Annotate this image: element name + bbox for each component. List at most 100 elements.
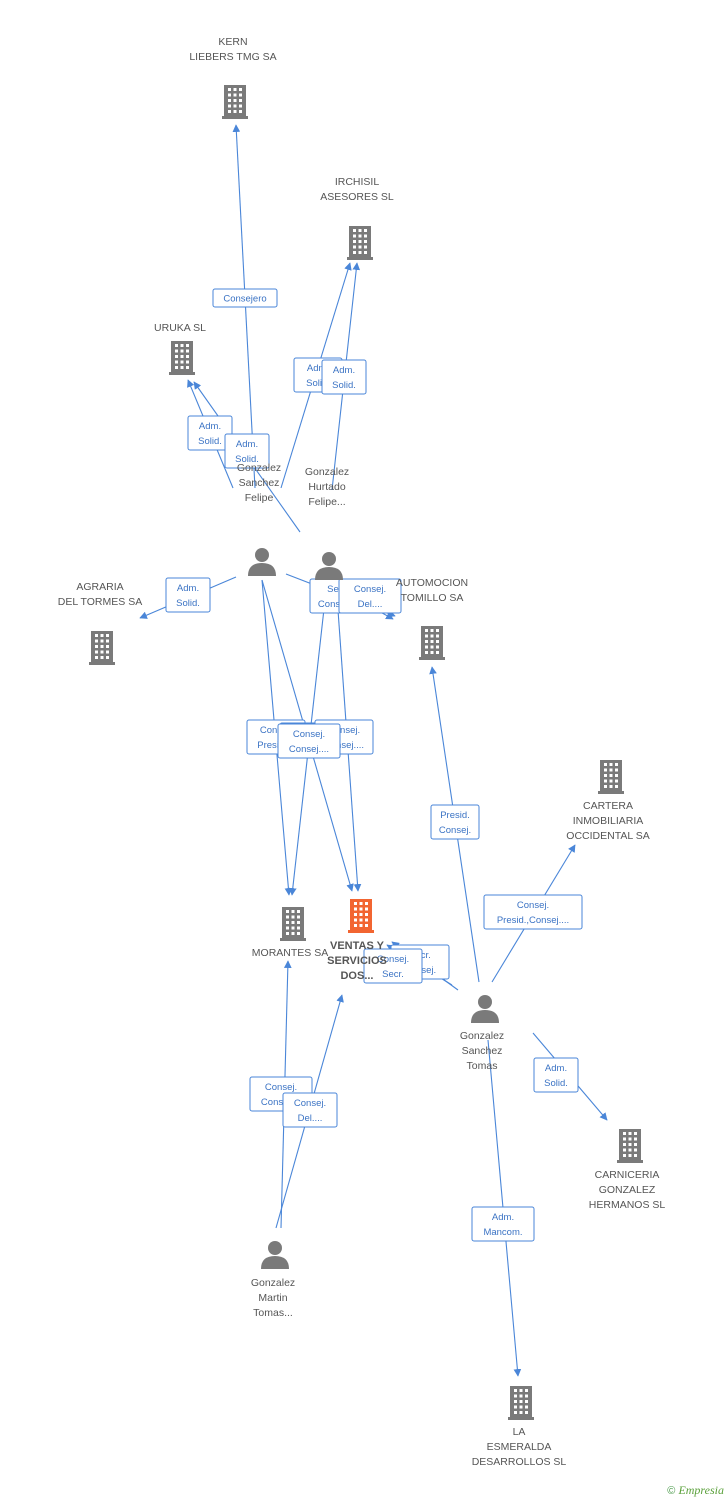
relation-label-text: Solid. bbox=[544, 1078, 568, 1089]
relation-label-text: Adm. bbox=[236, 439, 258, 450]
node-label: Felipe bbox=[245, 492, 274, 504]
relation-label-box bbox=[321, 359, 367, 395]
relation-label-box bbox=[430, 804, 480, 840]
node-label: Martin bbox=[258, 1292, 287, 1304]
node-morantes[interactable]: MORANTES SA bbox=[252, 907, 328, 959]
copyright-symbol: © bbox=[667, 1485, 676, 1497]
edge-labels-layer: ConsejeroAdm.Solid.Adm.Solid.Adm.Solid.A… bbox=[165, 288, 583, 1242]
relation-label[interactable]: Consej.Presid.,Consej.... bbox=[483, 894, 583, 930]
building-icon bbox=[280, 907, 306, 941]
relation-label-text: Secr. bbox=[382, 969, 404, 980]
person-icon bbox=[315, 552, 343, 580]
node-label: MORANTES SA bbox=[252, 947, 328, 959]
relation-label-text: Presid.... bbox=[257, 740, 295, 751]
node-ventas[interactable]: VENTAS YSERVICIOSDOS... bbox=[327, 899, 387, 982]
node-label: ESMERALDA bbox=[487, 1441, 552, 1453]
relation-label[interactable]: Adm.Mancom. bbox=[471, 1206, 535, 1242]
node-label: HERMANOS SL bbox=[589, 1199, 666, 1211]
relation-label-text: Consej. bbox=[377, 954, 409, 965]
relation-label-text: Consej.... bbox=[324, 740, 364, 751]
node-gmtomas[interactable]: GonzalezMartinTomas... bbox=[251, 1241, 295, 1319]
node-label: CARTERA bbox=[583, 800, 633, 812]
relation-label-text: Solid. bbox=[176, 598, 200, 609]
relation-label[interactable]: Adm.Solid. bbox=[165, 577, 211, 613]
person-icon bbox=[471, 995, 499, 1023]
relation-label-box bbox=[277, 723, 341, 759]
node-label: Tomas... bbox=[253, 1307, 293, 1319]
relation-label-text: Adm. bbox=[492, 1212, 514, 1223]
relation-label[interactable]: Consej. Del.... bbox=[282, 1092, 338, 1128]
relation-label-text: Adm. bbox=[333, 365, 355, 376]
relation-label[interactable]: Adm. Solid. bbox=[224, 433, 270, 469]
relation-label-box bbox=[363, 948, 423, 984]
relation-label-text: Solid. bbox=[332, 380, 356, 391]
relation-label-text: Consejero bbox=[223, 294, 266, 305]
building-icon bbox=[617, 1129, 643, 1163]
node-uruka[interactable]: URUKA SL bbox=[154, 322, 206, 375]
relation-label-text: Consej. bbox=[517, 900, 549, 911]
footer-brand[interactable]: © Empresia bbox=[667, 1483, 724, 1498]
relation-label-text: Consej. bbox=[328, 725, 360, 736]
building-icon bbox=[222, 85, 248, 119]
node-label: Gonzalez bbox=[305, 466, 349, 478]
person-icon bbox=[261, 1241, 289, 1269]
building-icon bbox=[598, 760, 624, 794]
relation-label-text: Consej.... bbox=[318, 599, 358, 610]
node-label: LIEBERS TMG SA bbox=[189, 51, 276, 63]
relation-label[interactable]: Adm.Solid. bbox=[533, 1057, 579, 1093]
relation-label-box bbox=[533, 1057, 579, 1093]
relation-label-text: Del.... bbox=[298, 1113, 323, 1124]
node-label: Gonzalez bbox=[460, 1030, 504, 1042]
relation-label-box bbox=[282, 1092, 338, 1128]
relation-label-text: Consej. bbox=[439, 825, 471, 836]
node-label: DOS... bbox=[340, 970, 373, 982]
node-label: AUTOMOCION bbox=[396, 577, 468, 589]
building-icon bbox=[348, 899, 374, 933]
node-label: ASESORES SL bbox=[320, 191, 394, 203]
relation-label[interactable]: Consej. Del.... bbox=[338, 578, 402, 614]
node-label: Tomas bbox=[467, 1060, 498, 1072]
node-label: URUKA SL bbox=[154, 322, 206, 334]
building-icon bbox=[347, 226, 373, 260]
node-label: GONZALEZ bbox=[599, 1184, 656, 1196]
relation-label[interactable]: Consej. Secr. bbox=[363, 948, 423, 984]
person-icon bbox=[248, 548, 276, 576]
relation-label-text: Solid. bbox=[198, 436, 222, 447]
relation-label-text: Consej. bbox=[294, 1098, 326, 1109]
node-carniceria[interactable]: CARNICERIA GONZALEZ HERMANOS SL bbox=[589, 1129, 666, 1211]
relation-label-text: Consej. bbox=[354, 584, 386, 595]
node-label: INMOBILIARIA bbox=[573, 815, 644, 827]
node-label: Sanchez bbox=[239, 477, 280, 489]
building-icon bbox=[508, 1386, 534, 1420]
node-ghfelipe[interactable]: GonzalezHurtadoFelipe... bbox=[305, 466, 349, 580]
relation-label[interactable]: Consejero bbox=[212, 288, 278, 308]
relation-label-text: Adm. bbox=[307, 363, 329, 374]
relation-label[interactable]: Adm. Solid. bbox=[321, 359, 367, 395]
relation-label[interactable]: Presid.Consej. bbox=[430, 804, 480, 840]
relation-label-box bbox=[338, 578, 402, 614]
building-icon bbox=[89, 631, 115, 665]
node-label: CARNICERIA bbox=[595, 1169, 660, 1181]
node-label: Hurtado bbox=[308, 481, 346, 493]
relation-label-box bbox=[471, 1206, 535, 1242]
relation-label-text: Adm. bbox=[199, 421, 221, 432]
relation-label[interactable]: Adm. Solid. bbox=[187, 415, 233, 451]
relation-label-text: Del.... bbox=[358, 599, 383, 610]
relation-label-box bbox=[187, 415, 233, 451]
node-label: Sanchez bbox=[462, 1045, 503, 1057]
node-label: AGRARIA bbox=[76, 581, 123, 593]
relation-label[interactable]: Consej.Consej.... bbox=[277, 723, 341, 759]
relation-label-text: Solid. bbox=[235, 454, 259, 465]
node-label: DESARROLLOS SL bbox=[472, 1456, 567, 1468]
node-label: VENTAS Y bbox=[330, 940, 385, 952]
